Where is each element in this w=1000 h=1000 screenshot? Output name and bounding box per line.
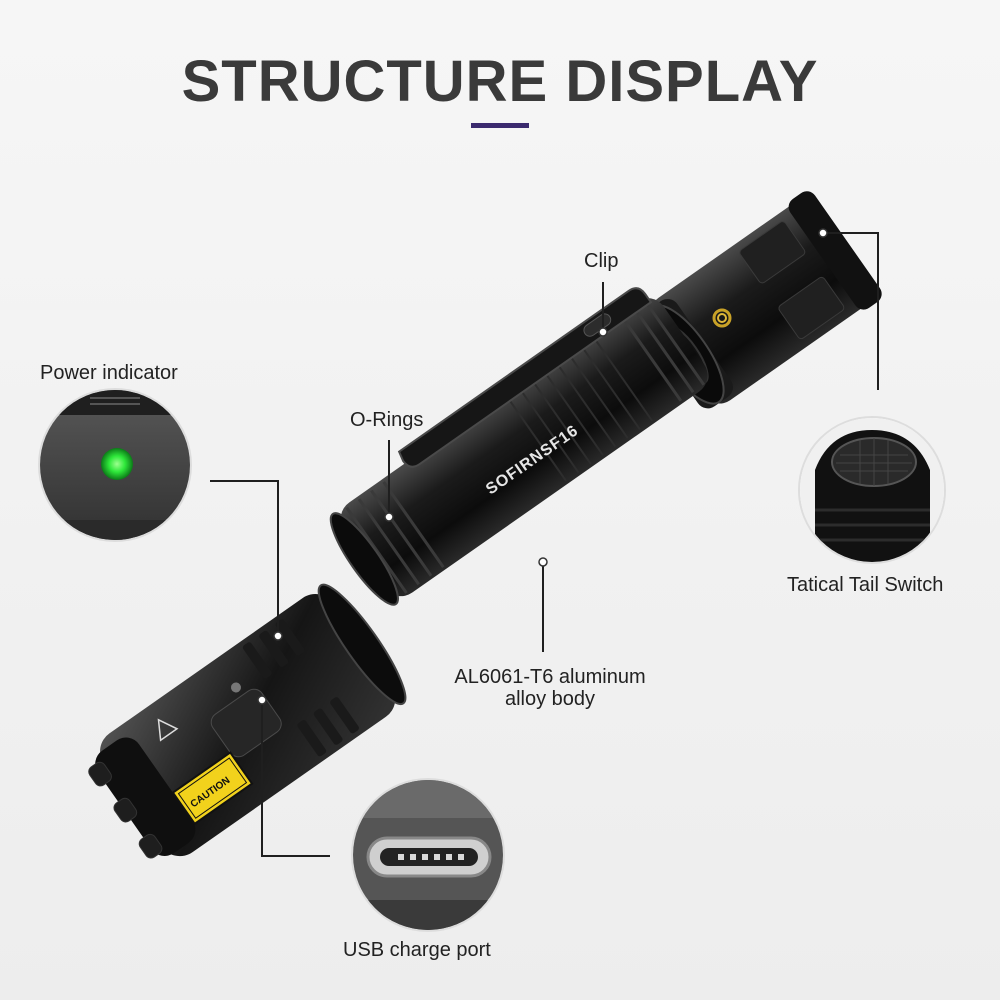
flashlight-head: CAUTION <box>88 583 407 859</box>
body-tube: SOFIRNSF16 <box>329 287 708 606</box>
tail-switch-detail <box>798 416 946 564</box>
body-material-label: AL6061-T6 aluminum alloy body <box>440 666 660 710</box>
usb-port-label: USB charge port <box>343 939 491 961</box>
clip-label: Clip <box>584 250 619 272</box>
o-rings-label: O-Rings <box>350 409 424 431</box>
page-title: STRUCTURE DISPLAY <box>181 49 819 114</box>
power-indicator-led <box>101 448 133 480</box>
tail-switch-label: Tatical Tail Switch <box>787 574 944 596</box>
leader-dots <box>257 228 828 705</box>
body-label-line2: alloy body <box>504 688 596 710</box>
title-underline <box>471 123 529 128</box>
body-label-line1: AL6061-T6 aluminum <box>454 666 646 688</box>
leader-lines <box>210 232 879 857</box>
power-indicator-label: Power indicator <box>40 362 178 384</box>
usb-port-detail <box>351 778 505 932</box>
power-indicator-detail <box>38 388 192 542</box>
